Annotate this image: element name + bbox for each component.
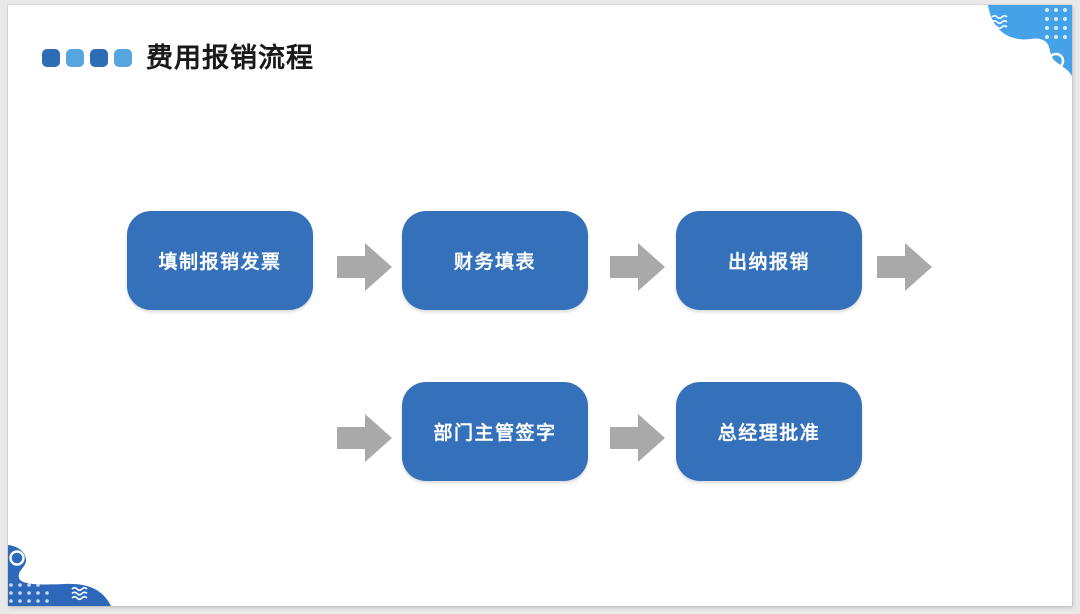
flow-step-label: 填制报销发票 bbox=[158, 252, 282, 273]
accent-square bbox=[90, 49, 108, 67]
slide-header: 费用报销流程 bbox=[42, 43, 314, 73]
right-arrow-icon bbox=[610, 243, 665, 291]
page-title: 费用报销流程 bbox=[146, 43, 314, 73]
circle-outline-icon bbox=[9, 550, 25, 566]
flow-step-label: 总经理批准 bbox=[717, 423, 821, 444]
flow-step-finance-form: 财务填表 bbox=[402, 211, 588, 310]
dot-grid-icon bbox=[1045, 8, 1067, 39]
right-arrow-icon bbox=[337, 414, 392, 462]
circle-outline-icon bbox=[1047, 52, 1065, 70]
right-arrow-icon bbox=[610, 414, 665, 462]
accent-square bbox=[114, 49, 132, 67]
flow-step-label: 财务填表 bbox=[453, 252, 536, 273]
flow-step-label: 出纳报销 bbox=[727, 252, 810, 273]
dot-grid-icon bbox=[9, 583, 49, 603]
flow-step-fill-invoice: 填制报销发票 bbox=[127, 211, 313, 310]
flow-step-gm-approve: 总经理批准 bbox=[676, 382, 862, 481]
title-accent-squares bbox=[42, 49, 132, 67]
right-arrow-icon bbox=[337, 243, 392, 291]
wavy-lines-icon bbox=[991, 14, 1008, 30]
flow-step-cashier-reimburse: 出纳报销 bbox=[676, 211, 862, 310]
accent-square bbox=[42, 49, 60, 67]
top-right-blob-decoration bbox=[988, 5, 1072, 76]
flow-step-label: 部门主管签字 bbox=[433, 423, 557, 444]
accent-square bbox=[66, 49, 84, 67]
bottom-left-blob-decoration bbox=[8, 545, 111, 606]
flow-step-supervisor-sign: 部门主管签字 bbox=[402, 382, 588, 481]
slide: 费用报销流程 填制报销发票 财务填表 出纳报销 部门主管签字 bbox=[8, 5, 1072, 606]
wavy-lines-icon bbox=[71, 586, 88, 601]
right-arrow-icon bbox=[877, 243, 932, 291]
